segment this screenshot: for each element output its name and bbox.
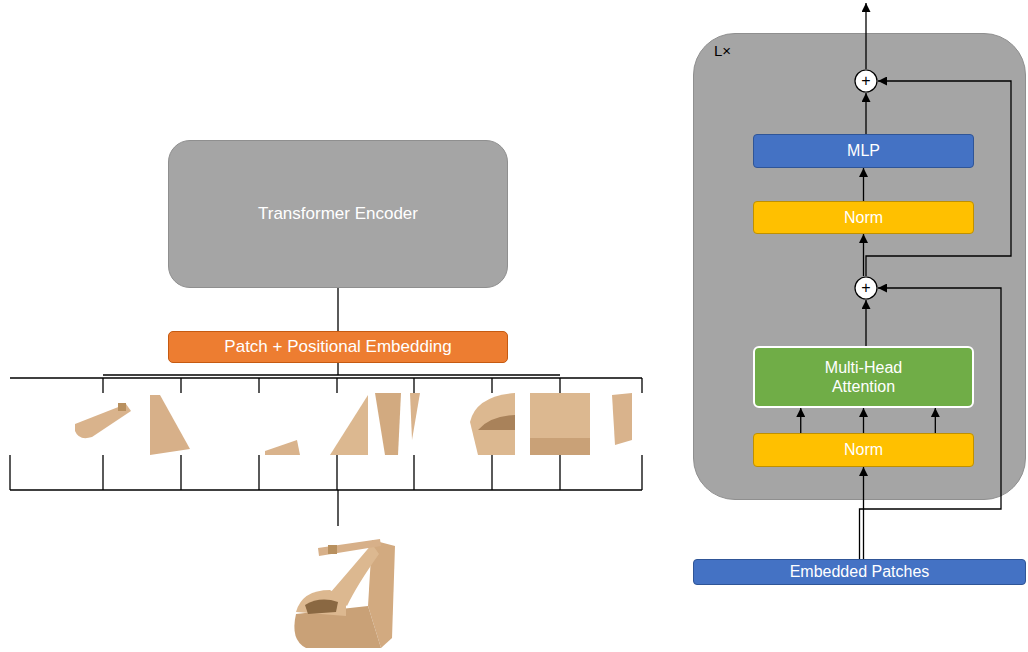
attention-box: Multi-Head Attention bbox=[753, 346, 974, 408]
connector bbox=[863, 234, 864, 276]
connector bbox=[337, 288, 338, 331]
connector bbox=[860, 288, 1002, 559]
connector bbox=[863, 168, 864, 201]
add-circle: + bbox=[854, 276, 878, 300]
output-arrow bbox=[865, 3, 866, 69]
connector bbox=[866, 81, 1011, 276]
connector bbox=[865, 300, 866, 346]
box-label: Norm bbox=[844, 440, 883, 459]
norm-box: Norm bbox=[753, 433, 974, 467]
box-label: MLP bbox=[847, 141, 880, 160]
box-label: Embedded Patches bbox=[790, 562, 930, 581]
shoe-picture bbox=[294, 539, 395, 648]
connector bbox=[863, 467, 864, 559]
add-circle: + bbox=[854, 69, 878, 93]
encoder-block-panel: L×+MLPNorm+Multi-Head AttentionNorm bbox=[693, 33, 1026, 500]
image-patches bbox=[75, 393, 632, 455]
box-label: Patch + Positional Embedding bbox=[224, 337, 451, 357]
connector bbox=[863, 408, 864, 433]
connector bbox=[935, 408, 936, 433]
encoder-box: Transformer Encoder bbox=[168, 140, 508, 288]
input-box: Embedded Patches bbox=[693, 559, 1026, 585]
connector bbox=[800, 408, 801, 433]
norm-box: Norm bbox=[753, 201, 974, 234]
box-label: Norm bbox=[844, 208, 883, 227]
connector bbox=[865, 93, 866, 134]
box-label: Transformer Encoder bbox=[258, 204, 418, 224]
add-symbol: + bbox=[861, 71, 870, 90]
mlp-box: MLP bbox=[753, 134, 974, 168]
embedding-box: Patch + Positional Embedding bbox=[168, 331, 508, 363]
box-label: Multi-Head Attention bbox=[804, 358, 924, 396]
repeat-label: L× bbox=[714, 42, 731, 60]
add-symbol: + bbox=[861, 278, 870, 297]
patch-bracket bbox=[10, 363, 642, 526]
